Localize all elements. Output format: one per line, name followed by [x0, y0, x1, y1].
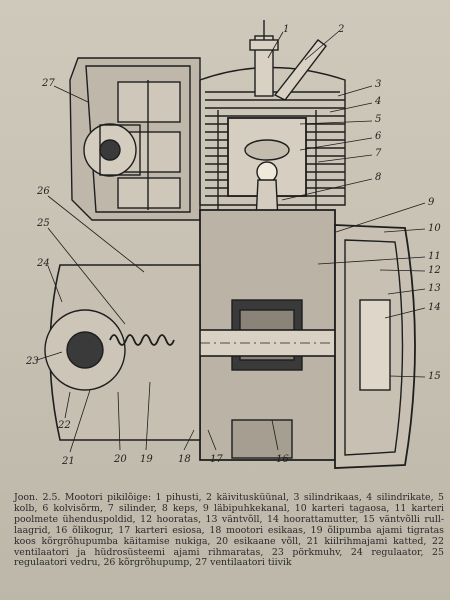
callout-6: 6 — [375, 131, 382, 142]
engine-cross-section-figure: 1 2 3 4 5 6 7 8 9 10 11 12 13 14 15 16 1… — [25, 20, 441, 469]
callout-9: 9 — [428, 197, 435, 208]
caption-label: Joon. 2.5. — [14, 492, 61, 503]
callout-11: 11 — [428, 251, 441, 262]
callout-1: 1 — [283, 24, 289, 35]
callout-23: 23 — [25, 356, 39, 367]
caption-text: Mootori pikilõige: 1 pihusti, 2 käivitus… — [14, 492, 444, 569]
callout-14: 14 — [428, 302, 441, 313]
callout-15: 15 — [428, 371, 441, 382]
callout-13: 13 — [428, 283, 441, 294]
figure-caption: Joon. 2.5. Mootori pikilõige: 1 pihusti,… — [14, 492, 444, 569]
callout-4: 4 — [374, 96, 381, 107]
callout-5: 5 — [375, 114, 381, 125]
callout-3: 3 — [375, 79, 381, 90]
callout-10: 10 — [428, 223, 441, 234]
callout-8: 8 — [375, 172, 381, 183]
callout-20: 20 — [113, 454, 127, 465]
callout-21: 21 — [61, 456, 75, 467]
callout-26: 26 — [36, 186, 50, 197]
callout-19: 19 — [140, 454, 153, 465]
callout-25: 25 — [36, 218, 50, 229]
callout-2: 2 — [337, 24, 344, 35]
callout-16: 16 — [276, 454, 289, 465]
callout-22: 22 — [57, 420, 71, 431]
callout-17: 17 — [210, 454, 223, 465]
callout-18: 18 — [178, 454, 191, 465]
callout-12: 12 — [428, 265, 441, 276]
callout-27: 27 — [41, 78, 55, 89]
callout-24: 24 — [36, 258, 50, 269]
callout-7: 7 — [375, 148, 382, 159]
